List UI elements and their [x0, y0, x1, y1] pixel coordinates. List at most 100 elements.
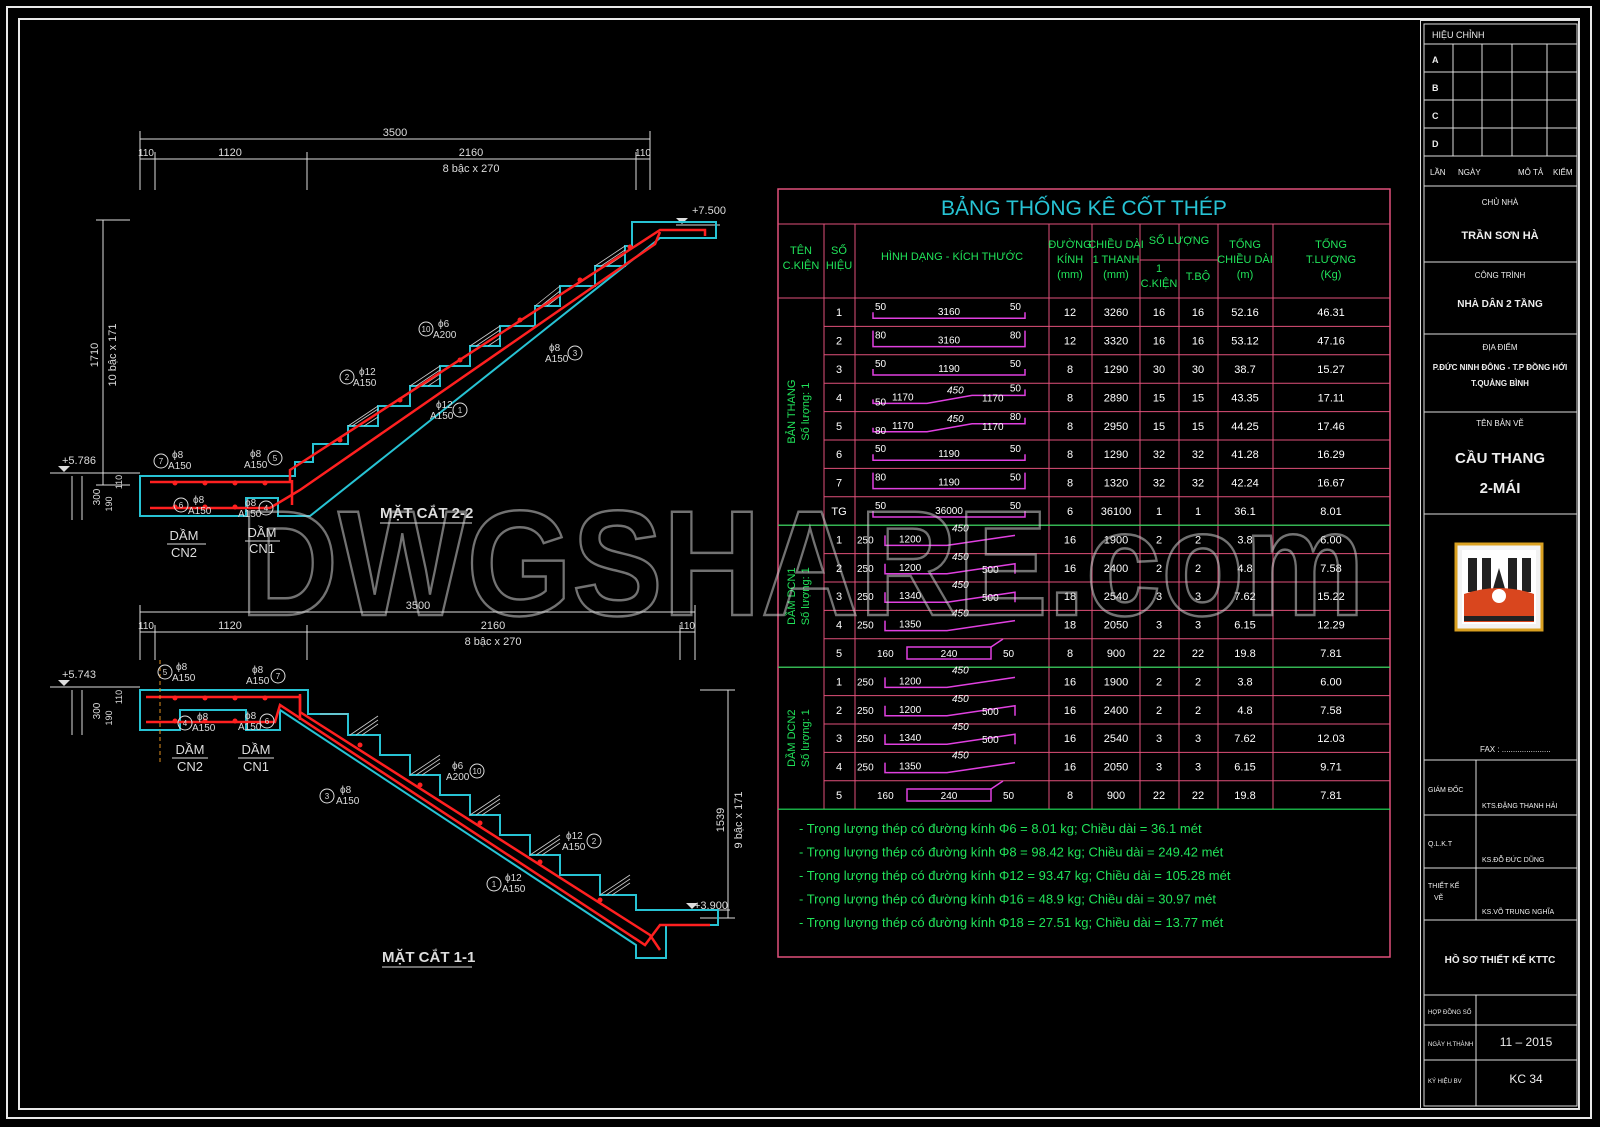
svg-text:2: 2 — [1156, 676, 1162, 688]
svg-text:ϕ8: ϕ8 — [176, 662, 188, 673]
svg-text:3: 3 — [1156, 733, 1162, 745]
height: 1539 — [715, 808, 727, 832]
design-label-2: VẼ — [1434, 893, 1444, 902]
slab-dim-190: 190 — [104, 496, 114, 511]
svg-text:1340: 1340 — [899, 733, 922, 744]
table-title: BẢNG THỐNG KÊ CỐT THÉP — [941, 196, 1227, 220]
svg-text:A200: A200 — [433, 330, 457, 341]
svg-text:12.29: 12.29 — [1317, 620, 1345, 632]
svg-text:16.67: 16.67 — [1317, 478, 1345, 490]
svg-text:8: 8 — [1067, 449, 1073, 461]
svg-text:22: 22 — [1192, 648, 1204, 660]
svg-text:3: 3 — [836, 364, 842, 376]
svg-text:TG: TG — [831, 506, 846, 518]
stair-sections: 3500 110 1120 2160 110 8 bậc x 270 1710 … — [50, 127, 745, 968]
beam-cn1: DẦM CN1 — [245, 525, 280, 556]
svg-text:1: 1 — [1156, 506, 1162, 518]
rev-b: B — [1432, 83, 1439, 93]
section-title: MẶT CẮT 2-2 — [380, 504, 473, 522]
svg-text:7: 7 — [836, 478, 842, 490]
svg-text:1190: 1190 — [938, 478, 960, 489]
svg-text:5: 5 — [163, 668, 168, 677]
svg-text:16: 16 — [1064, 563, 1076, 575]
svg-text:250: 250 — [857, 535, 874, 546]
svg-text:1200: 1200 — [899, 676, 922, 687]
svg-text:2: 2 — [836, 563, 842, 575]
svg-text:15.27: 15.27 — [1317, 364, 1345, 376]
svg-text:160: 160 — [877, 791, 894, 802]
steps-label: 8 bậc x 270 — [465, 636, 522, 648]
svg-text:50: 50 — [1010, 473, 1022, 484]
svg-text:32: 32 — [1153, 478, 1165, 490]
svg-text:2: 2 — [836, 705, 842, 717]
svg-text:4: 4 — [836, 620, 842, 632]
svg-text:12: 12 — [1064, 307, 1076, 319]
svg-text:A150: A150 — [192, 723, 216, 734]
svg-text:50: 50 — [875, 501, 887, 512]
rev-a: A — [1432, 55, 1439, 65]
svg-text:50: 50 — [1003, 649, 1015, 660]
svg-text:4.8: 4.8 — [1237, 563, 1252, 575]
svg-text:A200: A200 — [446, 772, 470, 783]
svg-text:DẦM DCN1: DẦM DCN1 — [785, 567, 798, 624]
svg-text:1290: 1290 — [1104, 364, 1128, 376]
col-kiem: KIỂM — [1553, 168, 1573, 177]
svg-text:32: 32 — [1153, 449, 1165, 461]
dim-total: 3500 — [406, 600, 430, 612]
svg-text:7: 7 — [276, 672, 281, 681]
rev-c: C — [1432, 111, 1439, 121]
svg-text:6.00: 6.00 — [1320, 534, 1341, 546]
svg-text:A150: A150 — [353, 378, 377, 389]
owner-name: TRẦN SƠN HÀ — [1461, 229, 1538, 242]
svg-text:50: 50 — [875, 444, 887, 455]
svg-text:450: 450 — [952, 694, 969, 705]
svg-text:36100: 36100 — [1101, 506, 1132, 518]
dim-3: 2160 — [459, 147, 483, 159]
svg-text:ϕ8: ϕ8 — [197, 712, 209, 723]
svg-text:2: 2 — [1195, 534, 1201, 546]
svg-text:ϕ8: ϕ8 — [245, 498, 257, 509]
company-logo — [1454, 542, 1544, 632]
svg-text:ϕ12: ϕ12 — [359, 367, 376, 378]
svg-text:19.8: 19.8 — [1234, 648, 1255, 660]
owner-label: CHỦ NHÀ — [1482, 198, 1519, 207]
svg-text:32: 32 — [1192, 478, 1204, 490]
slab-dim-300: 300 — [92, 702, 103, 719]
svg-text:500: 500 — [982, 593, 999, 604]
svg-text:3: 3 — [1156, 620, 1162, 632]
svg-text:1: 1 — [1195, 506, 1201, 518]
slab-dim-190: 190 — [104, 710, 114, 725]
svg-text:16: 16 — [1064, 705, 1076, 717]
svg-text:53.12: 53.12 — [1231, 336, 1259, 348]
svg-text:16: 16 — [1192, 336, 1204, 348]
svg-text:6: 6 — [265, 717, 270, 726]
svg-text:6: 6 — [1067, 506, 1073, 518]
date-label: NGÀY H.THÀNH — [1428, 1041, 1473, 1048]
svg-text:ϕ8: ϕ8 — [250, 449, 262, 460]
director-name: KTS.ĐẶNG THANH HẢI — [1482, 801, 1557, 810]
svg-text:4: 4 — [183, 719, 188, 728]
svg-text:18: 18 — [1064, 591, 1076, 603]
dim-3: 2160 — [481, 620, 505, 632]
svg-text:2: 2 — [1156, 563, 1162, 575]
svg-text:CN1: CN1 — [243, 759, 269, 774]
level-top: +5.743 — [50, 669, 140, 688]
svg-text:C.KIỆN: C.KIỆN — [1141, 277, 1178, 290]
svg-text:ϕ12: ϕ12 — [566, 831, 583, 842]
svg-text:TÊN: TÊN — [790, 244, 812, 257]
qlkt-label: Q.L.K.T — [1428, 841, 1453, 848]
height-steps: 10 bậc x 171 — [107, 324, 119, 387]
svg-text:15: 15 — [1192, 421, 1204, 433]
svg-text:3160: 3160 — [938, 336, 961, 347]
svg-text:16: 16 — [1064, 733, 1076, 745]
